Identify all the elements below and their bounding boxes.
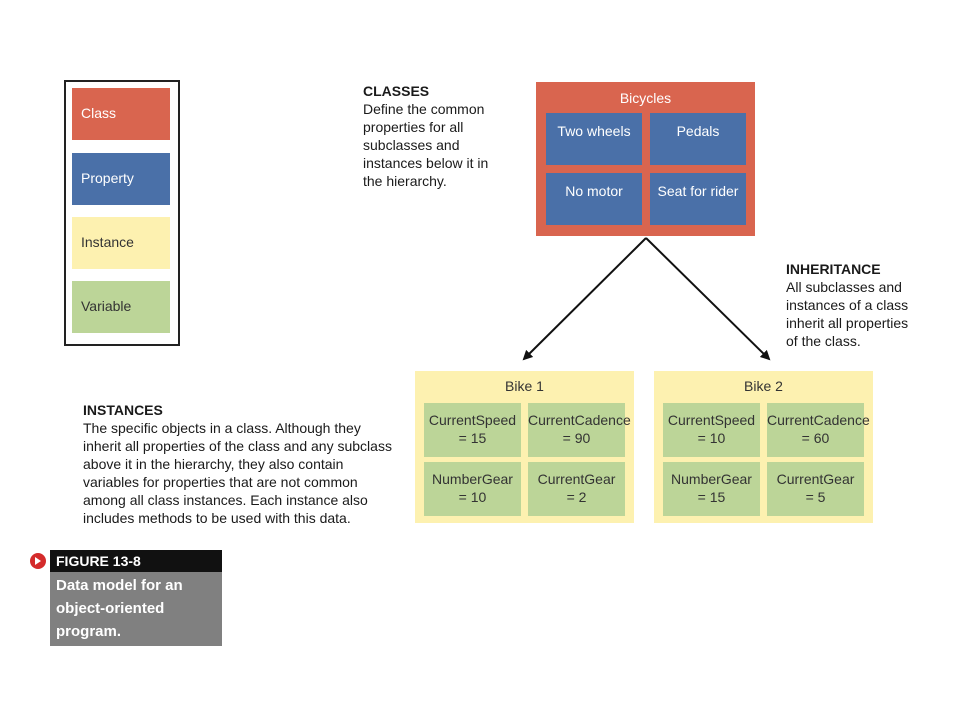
variable-value: = 90 <box>562 430 591 446</box>
arrow-to-bike1 <box>522 237 647 361</box>
figure-marker-icon <box>30 553 46 569</box>
variable-name: CurrentCadence <box>767 412 870 428</box>
legend-property-swatch: Property <box>72 153 170 205</box>
property-box: Two wheels <box>546 113 642 165</box>
legend-class-swatch: Class <box>72 88 170 140</box>
variable-value: = 15 <box>697 489 726 505</box>
inheritance-note: INHERITANCE All subclasses and instances… <box>786 260 936 350</box>
inheritance-line: of the class. <box>786 333 861 349</box>
variable-name: NumberGear <box>671 471 752 487</box>
instance-title: Bike 2 <box>744 378 783 394</box>
instances-note: INSTANCES The specific objects in a clas… <box>83 401 403 527</box>
property-box: No motor <box>546 173 642 225</box>
variable-box: NumberGear = 15 <box>663 462 760 516</box>
classes-note: CLASSES Define the common properties for… <box>363 82 523 190</box>
inheritance-line: inherit all properties <box>786 315 909 331</box>
legend: Class Property Instance Variable <box>64 80 180 346</box>
variable-box: CurrentGear = 2 <box>528 462 625 516</box>
variable-name: NumberGear <box>432 471 513 487</box>
figure-caption-line: program. <box>56 623 122 640</box>
variable-value: = 10 <box>458 489 487 505</box>
property-box: Seat for rider <box>650 173 746 225</box>
class-box-bicycles: Bicycles Two wheels Pedals No motor Seat… <box>536 82 755 236</box>
legend-instance-swatch: Instance <box>72 217 170 269</box>
variable-box: CurrentCadence = 90 <box>528 403 631 457</box>
instances-line: above it in the hierarchy, they also con… <box>83 456 344 472</box>
instances-line: The specific objects in a class. Althoug… <box>83 420 361 436</box>
variable-name: CurrentGear <box>537 471 616 487</box>
instance-title: Bike 1 <box>505 378 544 394</box>
inheritance-line: All subclasses and <box>786 279 902 295</box>
classes-line: Define the common <box>363 101 485 117</box>
variable-name: CurrentSpeed <box>428 412 517 428</box>
variable-name: CurrentGear <box>776 471 855 487</box>
variable-name: CurrentCadence <box>528 412 631 428</box>
classes-line: properties for all <box>363 119 464 135</box>
variable-box: CurrentSpeed = 15 <box>424 403 521 457</box>
instance-box-bike1: Bike 1 CurrentSpeed = 15 CurrentCadence … <box>415 371 634 523</box>
variable-name: CurrentSpeed <box>667 412 756 428</box>
class-title: Bicycles <box>619 90 672 106</box>
variable-box: CurrentCadence = 60 <box>767 403 870 457</box>
variable-value: = 5 <box>805 489 826 505</box>
variable-value: = 2 <box>566 489 587 505</box>
instance-box-bike2: Bike 2 CurrentSpeed = 10 CurrentCadence … <box>654 371 873 523</box>
variable-box: NumberGear = 10 <box>424 462 521 516</box>
instances-line: variables for properties that are not co… <box>83 474 358 490</box>
inheritance-heading: INHERITANCE <box>786 261 881 277</box>
figure-label: FIGURE 13-8 <box>50 550 222 572</box>
variable-value: = 60 <box>801 430 830 446</box>
instances-line: inherit all properties of the class and … <box>83 438 392 454</box>
property-box: Pedals <box>650 113 746 165</box>
classes-heading: CLASSES <box>363 83 430 99</box>
classes-line: subclasses and <box>363 137 460 153</box>
figure-caption: Data model for an object-oriented progra… <box>50 572 222 646</box>
variable-box: CurrentSpeed = 10 <box>663 403 760 457</box>
classes-line: the hierarchy. <box>363 173 447 189</box>
instances-line: among all class instances. Each instance… <box>83 492 368 508</box>
variable-value: = 15 <box>458 430 487 446</box>
variable-box: CurrentGear = 5 <box>767 462 864 516</box>
figure-caption-line: object-oriented <box>56 600 165 617</box>
variable-value: = 10 <box>697 430 726 446</box>
instances-line: includes methods to be used with this da… <box>83 510 351 526</box>
inheritance-line: instances of a class <box>786 297 909 313</box>
classes-line: instances below it in <box>363 155 489 171</box>
legend-variable-swatch: Variable <box>72 281 170 333</box>
figure-caption-line: Data model for an <box>56 577 183 594</box>
instances-heading: INSTANCES <box>83 402 163 418</box>
arrow-to-bike2 <box>645 237 771 361</box>
